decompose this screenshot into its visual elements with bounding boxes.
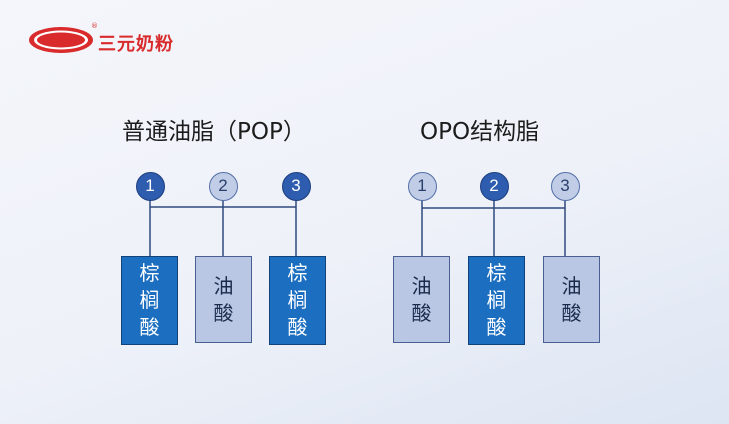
acid-char: 榈	[486, 288, 507, 312]
pop-acid-box-3: 棕 榈 酸	[269, 256, 326, 345]
registered-mark: ®	[91, 22, 98, 30]
opo-acid-box-2: 棕 榈 酸	[468, 256, 525, 345]
pop-title: 普通油脂（POP）	[122, 119, 306, 145]
acid-char: 油	[213, 273, 234, 298]
acid-char: 酸	[411, 300, 432, 325]
acid-char: 酸	[139, 315, 160, 339]
acid-char: 棕	[486, 261, 507, 285]
acid-char: 酸	[561, 300, 582, 325]
acid-char: 榈	[139, 288, 160, 312]
acid-char: 油	[561, 273, 582, 298]
opo-title: OPO结构脂	[420, 119, 540, 145]
acid-char: 酸	[287, 315, 308, 339]
acid-char: 酸	[213, 300, 234, 325]
opo-position-2: 2	[479, 171, 509, 201]
brand-name: 三元奶粉	[98, 34, 174, 55]
opo-acid-box-1: 油 酸	[393, 256, 450, 343]
pop-position-3: 3	[281, 171, 311, 201]
pop-acid-box-1: 棕 榈 酸	[121, 256, 178, 345]
sanyuan-logo-icon	[29, 27, 93, 53]
opo-acid-box-3: 油 酸	[543, 256, 600, 343]
pop-acid-box-2: 油 酸	[195, 256, 252, 343]
opo-position-3: 3	[550, 171, 580, 201]
opo-position-1: 1	[407, 171, 437, 201]
acid-char: 榈	[287, 288, 308, 312]
acid-char: 棕	[139, 261, 160, 285]
acid-char: 酸	[486, 315, 507, 339]
pop-position-1: 1	[135, 171, 165, 201]
acid-char: 油	[411, 273, 432, 298]
pop-position-2: 2	[208, 171, 238, 201]
acid-char: 棕	[287, 261, 308, 285]
